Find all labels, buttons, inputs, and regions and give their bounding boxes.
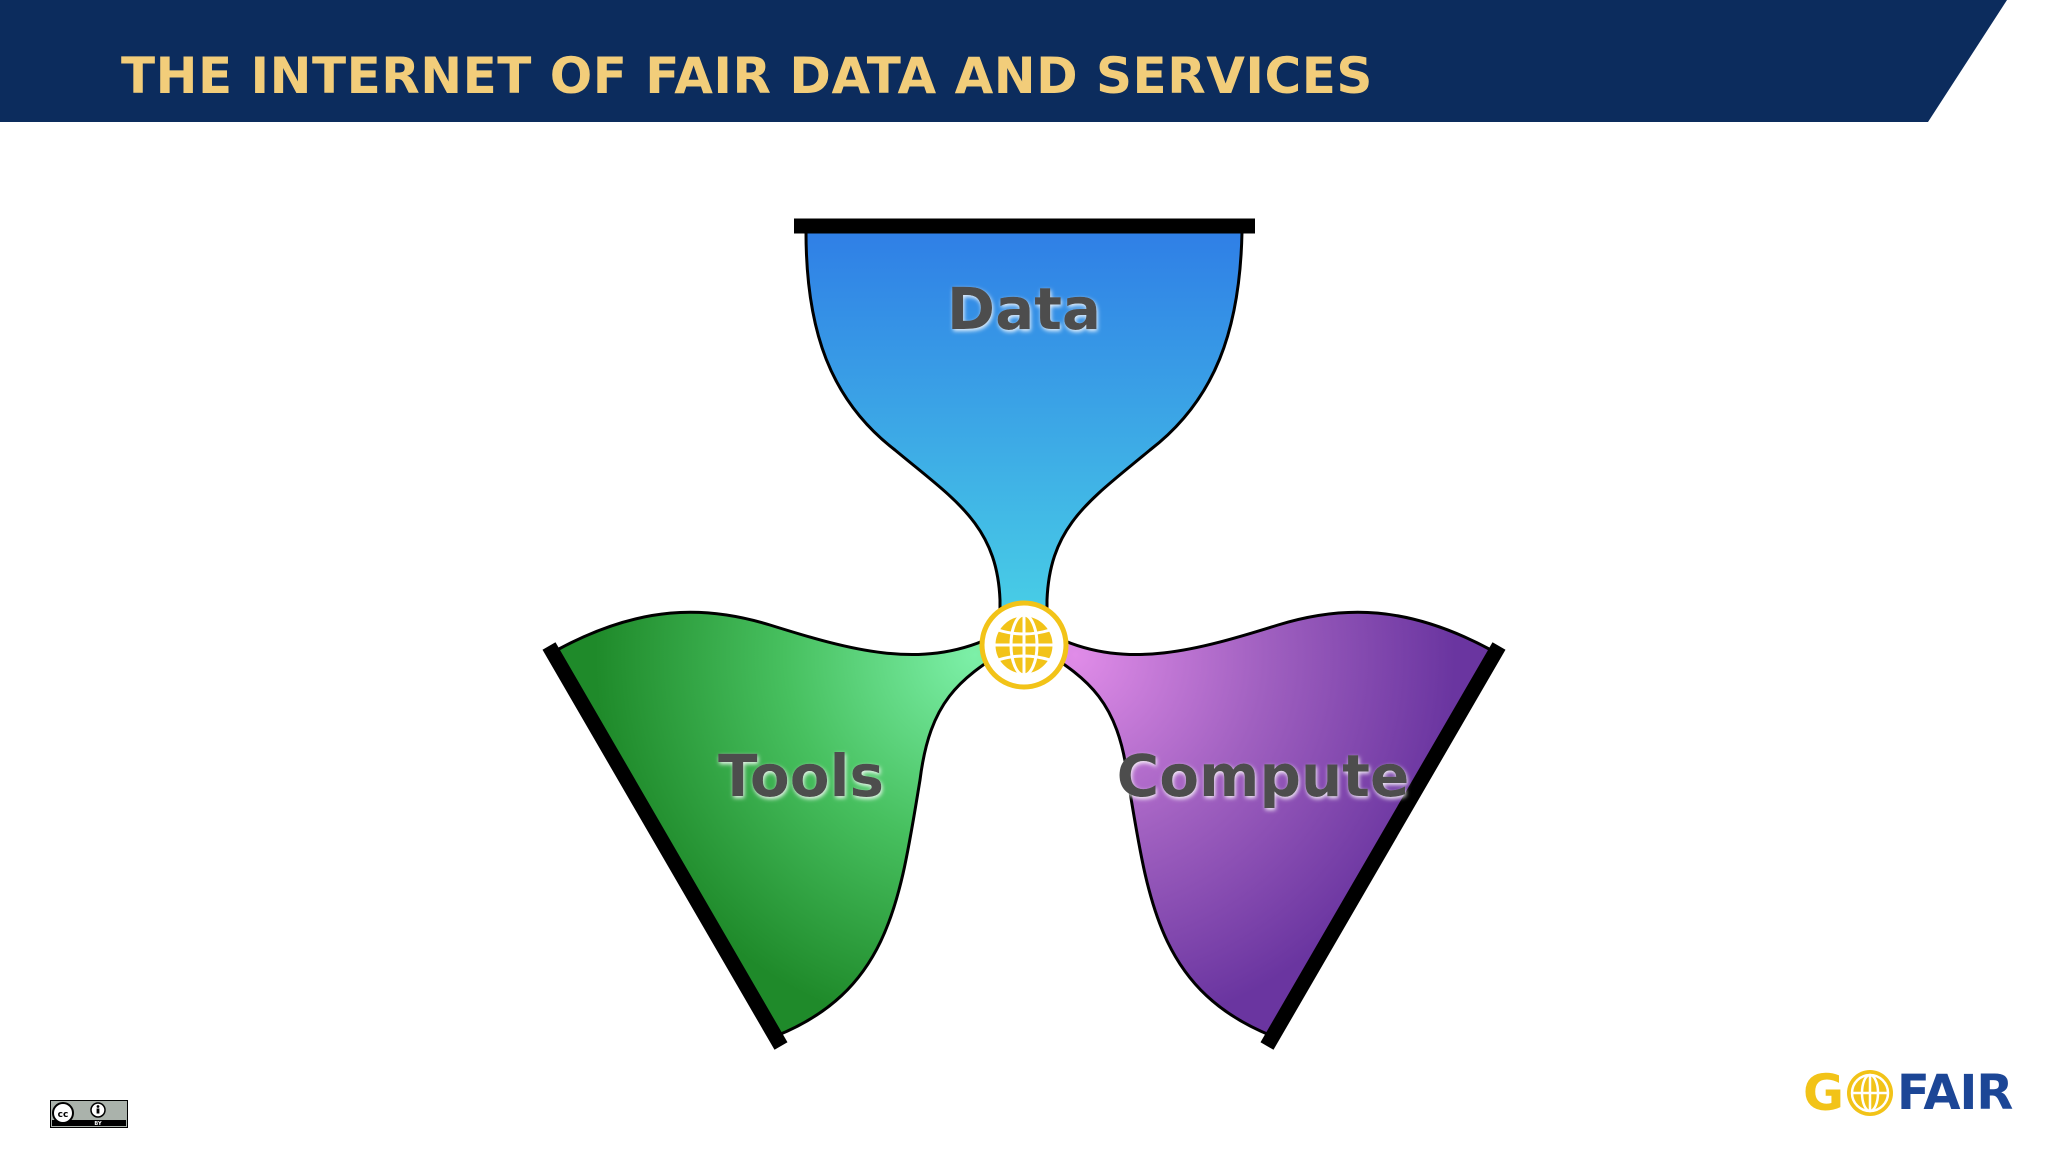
cc-by-icon: cc BY <box>50 1100 128 1128</box>
title-banner <box>0 0 2007 122</box>
go-fair-logo: G FAIR <box>1803 1064 2013 1122</box>
slide-title: THE INTERNET OF FAIR DATA AND SERVICES <box>121 47 1373 105</box>
logo-go-text: G <box>1803 1064 1845 1122</box>
cc-by-text: BY <box>94 1121 102 1127</box>
svg-text:cc: cc <box>58 1110 69 1120</box>
tools-lobe <box>554 610 1008 1038</box>
logo-globe-icon <box>1847 1070 1894 1116</box>
logo-fair-text: FAIR <box>1897 1065 2013 1121</box>
compute-label: Compute <box>1117 742 1410 810</box>
globe-icon <box>979 600 1069 690</box>
compute-edge-bar <box>1260 642 1506 1050</box>
data-label: Data <box>947 275 1101 343</box>
compute-lobe <box>1040 610 1494 1038</box>
tools-edge-bar <box>542 642 788 1050</box>
tools-label: Tools <box>718 742 884 810</box>
